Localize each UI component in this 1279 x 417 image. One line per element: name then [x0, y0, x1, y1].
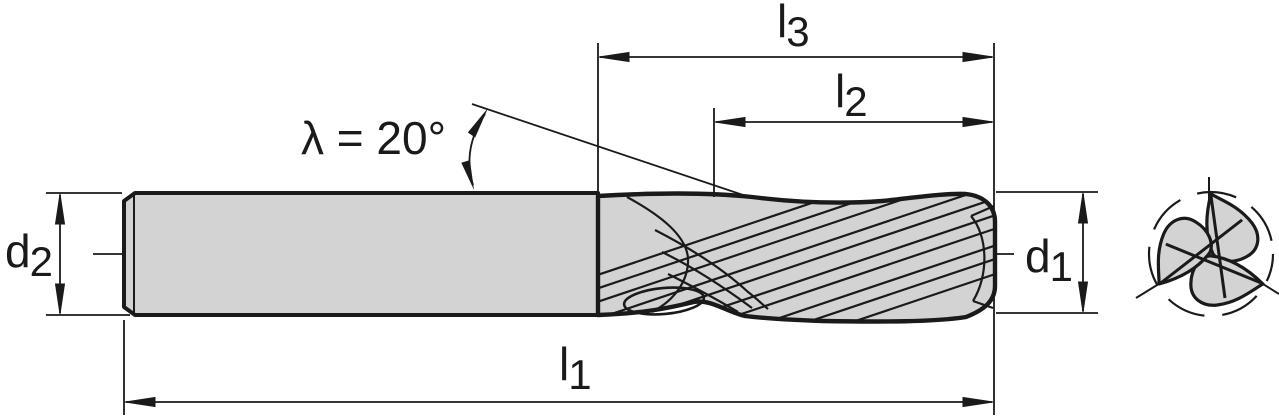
- label-l1-base: l: [559, 338, 569, 390]
- label-length-l3: l3: [777, 0, 810, 53]
- label-l2-base: l: [835, 65, 845, 117]
- flute-runout-curves: [622, 196, 769, 316]
- label-shank-diameter-d2: d2: [5, 225, 53, 283]
- label-d2-base: d: [5, 225, 31, 277]
- label-l2-subscript: 2: [844, 78, 868, 125]
- dimension-l1: [124, 396, 994, 408]
- dimension-l3: [598, 51, 994, 63]
- label-helix-angle: λ = 20°: [301, 112, 446, 164]
- angle-arrow-up-icon: [467, 108, 488, 138]
- dimension-d1: [1077, 192, 1089, 313]
- cutting-edge-chords: [1159, 195, 1262, 299]
- helix-angle-annotation: [461, 103, 753, 199]
- flute-section: [595, 191, 998, 324]
- label-l1-subscript: 1: [568, 351, 592, 398]
- end-view: [1135, 177, 1279, 318]
- label-overall-length-l1: l1: [559, 338, 592, 396]
- dimension-l2: [714, 116, 994, 128]
- end-face-details: [970, 204, 995, 310]
- label-cutting-diameter-d1: d1: [1025, 230, 1073, 288]
- dimension-d2: [54, 193, 66, 315]
- label-l3-subscript: 3: [786, 8, 810, 55]
- label-d2-subscript: 2: [29, 238, 53, 285]
- label-length-l2: l2: [835, 65, 868, 123]
- helix-lines: [598, 193, 995, 322]
- label-d1-base: d: [1025, 230, 1051, 282]
- flute-body: [595, 191, 998, 324]
- shank: [122, 191, 600, 317]
- extension-lines: [46, 43, 1098, 415]
- cutting-circle: [1147, 190, 1275, 318]
- label-d1-subscript: 1: [1049, 243, 1073, 290]
- label-l3-base: l: [777, 0, 787, 47]
- angle-arrow-down-icon: [461, 160, 474, 190]
